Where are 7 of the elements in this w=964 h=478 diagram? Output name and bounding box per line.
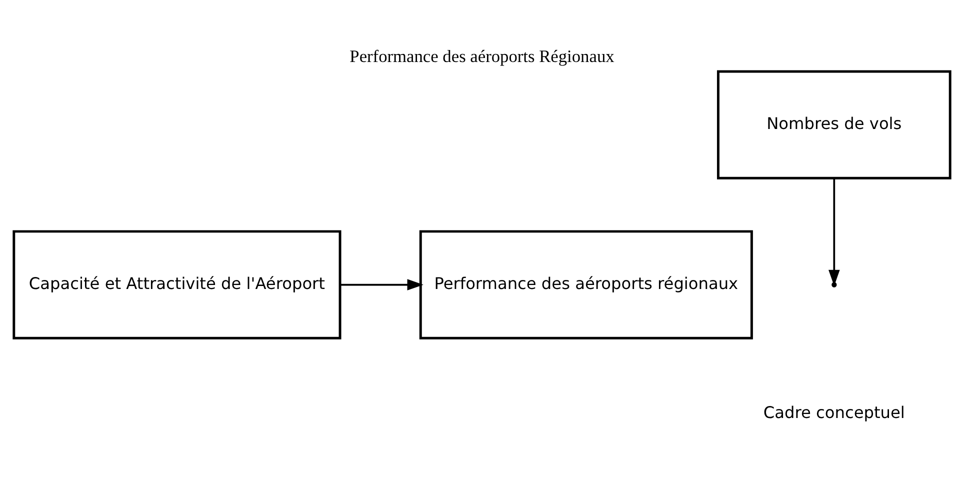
diagram-title: Performance des aéroports Régionaux xyxy=(350,46,614,66)
arrow xyxy=(828,178,840,286)
node-box: Performance des aéroports régionaux xyxy=(419,230,753,339)
node-box: Nombres de vols xyxy=(716,70,952,179)
node-box: Capacité et Attractivité de l'Aéroport xyxy=(12,230,342,339)
caption: Cadre conceptuel xyxy=(763,402,905,422)
arrow xyxy=(340,278,424,290)
